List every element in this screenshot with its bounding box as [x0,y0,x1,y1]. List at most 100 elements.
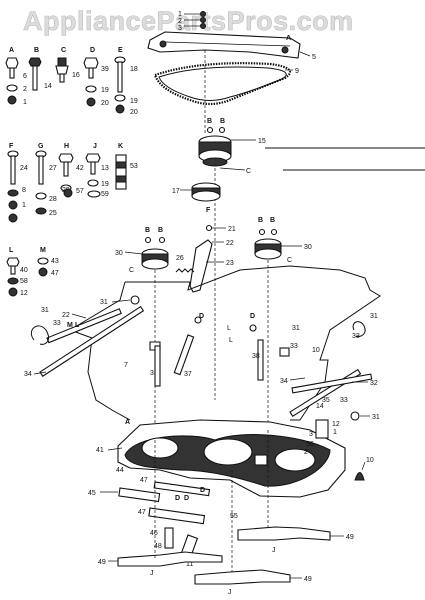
washer-icon [35,192,47,200]
tag-j: J [228,589,232,596]
callout-2: 2 [178,18,182,25]
right-linkage: 34 32 31 33 10 35 33 31 [280,313,380,421]
tag-d: D [250,313,255,320]
callout-33: 33 [150,370,158,377]
callout-3: 3 [178,25,182,32]
spacer-k-icon [115,154,127,190]
washer-icon [7,189,19,197]
legend-d-part-1: 39 [101,66,109,73]
callout-52: 56 [306,441,314,448]
tag-j: J [272,547,276,554]
callout-33: 33 [53,320,61,327]
callout-38: 38 [252,353,260,360]
callout-31: 31 [41,307,49,314]
callout-55: 10 [312,347,320,354]
bracket [315,419,329,439]
nut-icon [8,200,18,210]
deck-outline [68,265,381,421]
washer-icon [7,277,19,285]
tag-b: B [220,118,225,125]
legend-g-part-1: 27 [49,165,57,172]
legend-a-part-1: 6 [23,73,27,80]
callout-21: 21 [228,226,236,233]
callout-30: 30 [304,244,312,251]
bolt-icon [200,23,206,29]
baffle [153,481,211,497]
callout-31: 31 [292,325,300,332]
callout-33: 33 [290,343,298,350]
callout-49: 49 [346,534,354,541]
washer-icon [87,179,99,187]
nut-icon [86,97,96,107]
legend-letter-l: L [9,247,14,254]
tag-b: B [207,118,212,125]
legend-j-part-2: 19 [101,181,109,188]
tag-c: C [129,267,134,274]
tag-d: D [200,487,205,494]
bolt-a-icon [5,57,19,79]
legend-letter-a: A [9,47,14,54]
callout-47: 47 [140,477,148,484]
nut-icon [38,267,48,277]
washer-icon [87,190,101,198]
tag-l: L [229,337,233,344]
legend-d-part-3: 20 [101,100,109,107]
center-link: D 37 L [173,313,233,378]
bolt-l-icon [6,257,20,275]
bolt-icon [200,17,206,23]
callout-33: 33 [340,397,348,404]
left-linkage: 22 31 33 M L 34 31 7 33 [24,295,161,387]
callout-41: 41 [96,447,104,454]
legend-letter-m: M [40,247,46,254]
blade-left [117,551,223,567]
bolt-icon [200,11,206,17]
washer-icon [35,207,47,215]
callout-30: 30 [115,250,123,257]
legend-l-part-2: 58 [20,278,28,285]
tag-l: L [227,325,231,332]
washer-icon [85,85,97,93]
callout-23: 23 [226,260,234,267]
callout-26: 26 [176,255,184,262]
callout-1: 1 [333,429,337,436]
tag-b: B [145,227,150,234]
washer-icon [114,94,126,102]
tag-d: D [199,313,204,320]
callout-3: 3 [309,431,313,438]
nut-icon [63,188,73,198]
legend-letter-k: K [118,143,123,150]
legend-letter-h: H [64,143,69,150]
legend-letter-d: D [90,47,95,54]
tag-d: D [184,495,189,502]
callout-50: 55 [230,513,238,520]
callout-37: 37 [184,371,192,378]
tag-f: F [206,207,211,214]
callout-7: 10 [366,457,374,464]
right-rod [291,373,373,394]
callout-44: 44 [116,467,124,474]
hardware-legend: A B C D E 6 2 1 14 16 3 [5,47,138,297]
legend-c-part-1: 16 [72,72,80,79]
nut-icon [7,95,17,105]
tag-a: A [286,35,291,42]
idler-arm-bracket [189,239,213,293]
idler-pulley: 17 F 21 [172,182,236,233]
callout-2: 2 [304,449,308,456]
bolt-d-icon [83,57,99,79]
legend-letter-f: F [9,143,14,150]
legend-f-part-3: 1 [22,202,26,209]
callout-17: 17 [172,188,180,195]
legend-g-part-2: 28 [49,196,57,203]
legend-e-part-2: 19 [130,98,138,105]
callout-33: 33 [352,333,360,340]
left-arm [118,487,161,503]
bolt-e-icon [114,56,126,93]
nut-icon [115,104,125,114]
legend-h-part-1: 42 [76,165,84,172]
legend-j-part-1: 13 [101,165,109,172]
washer-icon [37,257,49,265]
legend-m-part-2: 47 [51,270,59,277]
callout-48: 48 [154,543,162,550]
tag-m: M [67,322,73,329]
